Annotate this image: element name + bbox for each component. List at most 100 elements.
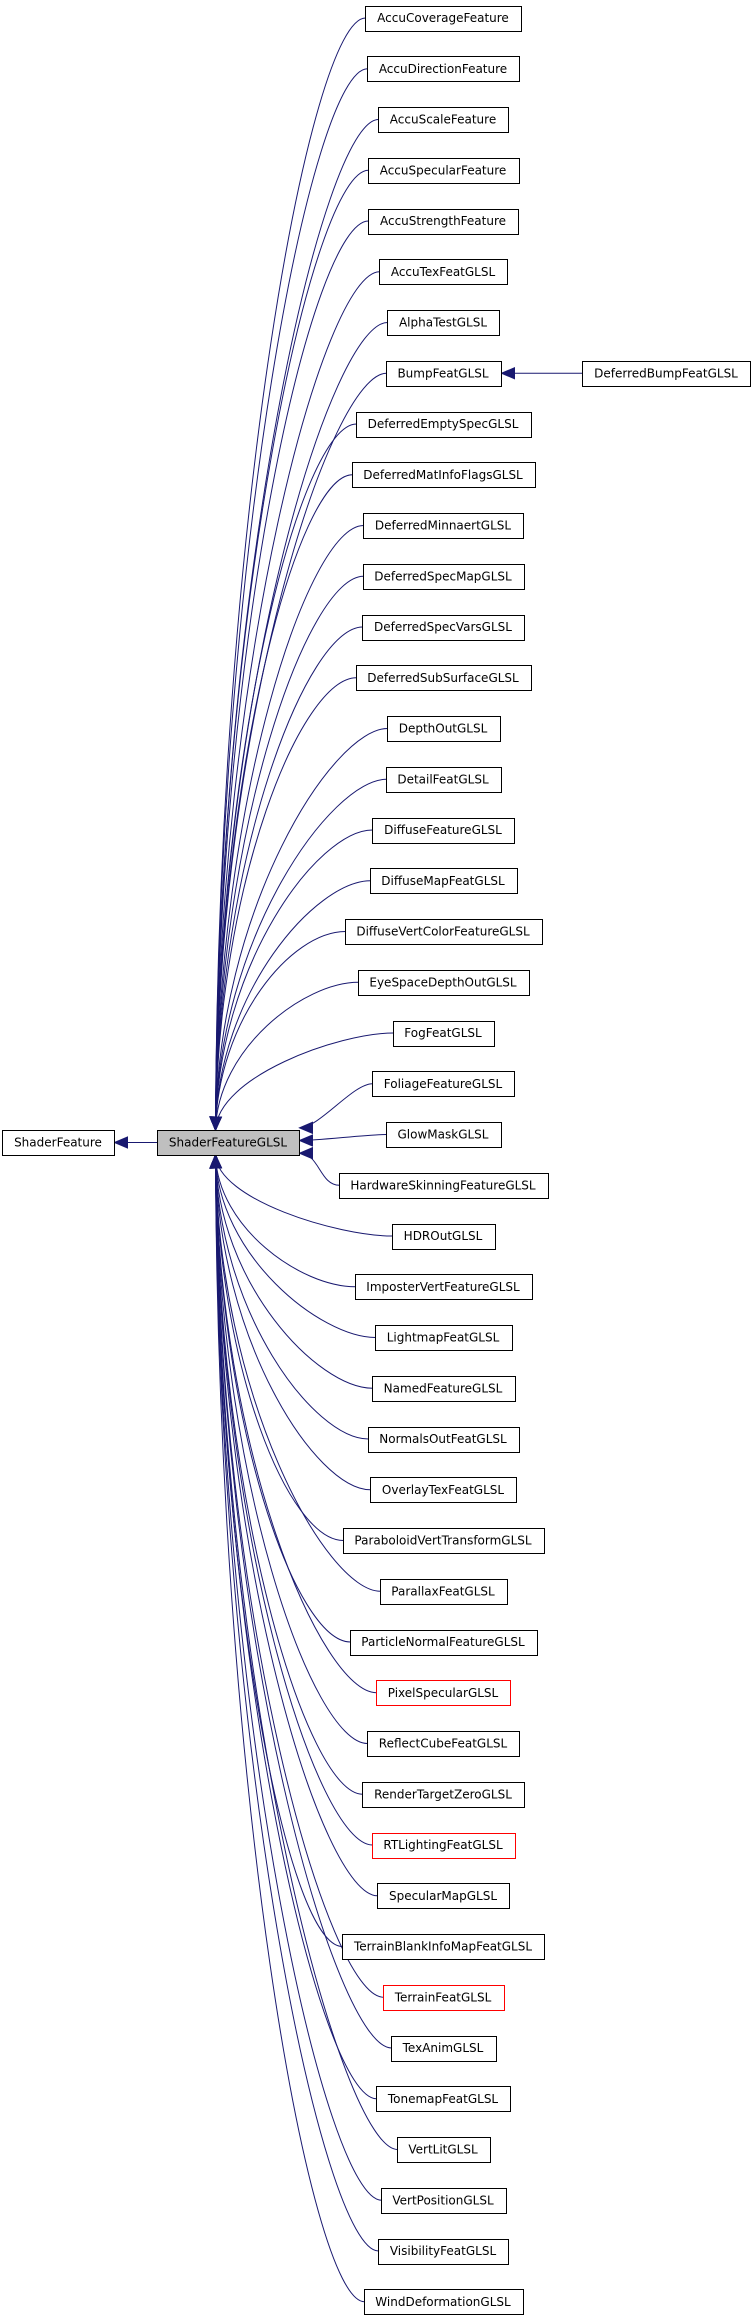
edge-child-render-target-zero-glsl [215, 1154, 363, 1795]
class-node-vert-position-glsl[interactable]: VertPositionGLSL [381, 2188, 507, 2214]
class-node-box [387, 310, 500, 336]
class-node-bump-feat-glsl[interactable]: BumpFeatGLSL [386, 361, 502, 387]
edge-child-detail-feat-glsl [215, 778, 387, 1131]
class-node-alpha-test-glsl[interactable]: AlphaTestGLSL [387, 310, 500, 336]
class-node-label: SpecularMapGLSL [389, 1889, 497, 1903]
class-node-fog-feat-glsl[interactable]: FogFeatGLSL [393, 1021, 495, 1047]
class-node-lightmap-feat-glsl[interactable]: LightmapFeatGLSL [375, 1325, 513, 1351]
edge-child-deferred-empty-spec-glsl [215, 423, 357, 1131]
class-node-terrain-feat-glsl[interactable]: TerrainFeatGLSL [383, 1985, 505, 2011]
class-node-label: ParaboloidVertTransformGLSL [354, 1534, 532, 1548]
class-node-eye-space-depth-out-glsl[interactable]: EyeSpaceDepthOutGLSL [358, 970, 530, 996]
class-node-vert-lit-glsl[interactable]: VertLitGLSL [397, 2137, 491, 2163]
class-node-imposter-vert-feature-glsl[interactable]: ImposterVertFeatureGLSL [355, 1274, 533, 1300]
class-node-box [2, 1130, 115, 1156]
edge-child-specular-map-glsl [215, 1154, 378, 1897]
class-node-box [345, 919, 543, 945]
class-node-box [383, 1985, 505, 2011]
class-node-hdr-out-glsl[interactable]: HDROutGLSL [392, 1224, 496, 1250]
edge-child-terrain-blank-info-map-feat-glsl [215, 1154, 343, 1947]
edge-child-deferred-sub-surface-glsl [215, 677, 357, 1131]
class-node-paraboloid-vert-transform-glsl[interactable]: ParaboloidVertTransformGLSL [343, 1528, 545, 1554]
class-node-particle-normal-feature-glsl[interactable]: ParticleNormalFeatureGLSL [350, 1630, 538, 1656]
class-node-label: AccuDirectionFeature [379, 62, 507, 76]
class-node-box [339, 1173, 549, 1199]
class-node-rt-lighting-feat-glsl[interactable]: RTLightingFeatGLSL [372, 1833, 516, 1859]
class-node-box [378, 107, 509, 133]
edge-child-tex-anim-glsl [215, 1154, 392, 2049]
arrowhead-glow-mask-glsl [298, 1134, 313, 1147]
class-node-deferred-minnaert-glsl[interactable]: DeferredMinnaertGLSL [363, 513, 524, 539]
class-node-glow-mask-glsl[interactable]: GlowMaskGLSL [386, 1122, 502, 1148]
class-node-pixel-specular-glsl[interactable]: PixelSpecularGLSL [376, 1680, 511, 1706]
edge-child-alpha-test-glsl [215, 322, 388, 1131]
class-node-box [582, 361, 751, 387]
class-node-deferred-mat-info-flags-glsl[interactable]: DeferredMatInfoFlagsGLSL [352, 462, 536, 488]
edge-child-hdr-out-glsl [215, 1154, 393, 1237]
arrowhead-bump [500, 366, 515, 380]
class-node-box [157, 1130, 300, 1156]
class-node-label: ShaderFeature [14, 1136, 102, 1150]
class-node-parallax-feat-glsl[interactable]: ParallaxFeatGLSL [380, 1579, 508, 1605]
class-node-accu-specular-feature[interactable]: AccuSpecularFeature [368, 158, 520, 184]
class-node-accu-coverage-feature[interactable]: AccuCoverageFeature [365, 6, 522, 32]
class-node-deferred-empty-spec-glsl[interactable]: DeferredEmptySpecGLSL [356, 412, 532, 438]
class-node-label: TexAnimGLSL [402, 2041, 484, 2055]
class-node-box [386, 1122, 502, 1148]
class-node-deferred-spec-map-glsl[interactable]: DeferredSpecMapGLSL [363, 564, 525, 590]
class-node-tex-anim-glsl[interactable]: TexAnimGLSL [391, 2036, 497, 2062]
class-node-box [363, 513, 524, 539]
class-node-label: ParallaxFeatGLSL [391, 1584, 495, 1598]
class-node-label: DeferredMatInfoFlagsGLSL [363, 468, 523, 482]
class-node-named-feature-glsl[interactable]: NamedFeatureGLSL [372, 1376, 516, 1402]
class-node-render-target-zero-glsl[interactable]: RenderTargetZeroGLSL [362, 1782, 525, 1808]
edge-child-fog-feat-glsl [215, 1032, 394, 1131]
class-node-accu-tex-feat-glsl[interactable]: AccuTexFeatGLSL [379, 259, 508, 285]
edge-child-imposter-vert-feature-glsl [215, 1154, 356, 1288]
class-node-box [365, 6, 522, 32]
class-node-label: FogFeatGLSL [404, 1026, 482, 1040]
class-node-foliage-feature-glsl[interactable]: FoliageFeatureGLSL [372, 1071, 515, 1097]
class-node-box [391, 2036, 497, 2062]
class-node-shader-feature[interactable]: ShaderFeature [2, 1130, 115, 1156]
class-node-diffuse-map-feat-glsl[interactable]: DiffuseMapFeatGLSL [370, 868, 518, 894]
class-node-wind-deformation-glsl[interactable]: WindDeformationGLSL [364, 2289, 524, 2315]
arrowhead-fog-feat-glsl [209, 1116, 223, 1132]
class-node-accu-strength-feature[interactable]: AccuStrengthFeature [368, 209, 519, 235]
class-node-label: RTLightingFeatGLSL [383, 1838, 503, 1852]
class-node-normals-out-feat-glsl[interactable]: NormalsOutFeatGLSL [368, 1427, 520, 1453]
class-node-box [386, 361, 502, 387]
class-node-terrain-blank-info-map-feat-glsl[interactable]: TerrainBlankInfoMapFeatGLSL [342, 1934, 545, 1960]
class-node-box [379, 259, 508, 285]
class-node-diffuse-vert-color-feature-glsl[interactable]: DiffuseVertColorFeatureGLSL [345, 919, 543, 945]
class-node-accu-direction-feature[interactable]: AccuDirectionFeature [367, 56, 520, 82]
edge-child-diffuse-vert-color-feature-glsl [215, 931, 346, 1131]
arrowhead-hardware-skinning-feature-glsl [298, 1146, 313, 1160]
class-node-label: AccuStrengthFeature [380, 214, 506, 228]
class-node-detail-feat-glsl[interactable]: DetailFeatGLSL [386, 767, 502, 793]
class-node-label: ParticleNormalFeatureGLSL [361, 1635, 525, 1649]
class-node-label: LightmapFeatGLSL [387, 1331, 500, 1345]
class-node-overlay-tex-feat-glsl[interactable]: OverlayTexFeatGLSL [370, 1477, 517, 1503]
edge-child-diffuse-feature-glsl [215, 829, 373, 1131]
class-node-tonemap-feat-glsl[interactable]: TonemapFeatGLSL [376, 2086, 511, 2112]
arrowhead-wind-deformation-glsl [209, 1153, 222, 1169]
edge-child-accu-coverage-feature [215, 17, 366, 1131]
class-node-label: ReflectCubeFeatGLSL [379, 1737, 508, 1751]
class-node-box [350, 1630, 538, 1656]
class-node-depth-out-glsl[interactable]: DepthOutGLSL [387, 716, 501, 742]
class-node-deferred-sub-surface-glsl[interactable]: DeferredSubSurfaceGLSL [356, 665, 532, 691]
class-node-visibility-feat-glsl[interactable]: VisibilityFeatGLSL [378, 2239, 509, 2265]
class-node-reflect-cube-feat-glsl[interactable]: ReflectCubeFeatGLSL [367, 1731, 520, 1757]
edge-child-vert-lit-glsl [215, 1154, 398, 2150]
class-node-hardware-skinning-feature-glsl[interactable]: HardwareSkinningFeatureGLSL [339, 1173, 549, 1199]
class-node-diffuse-feature-glsl[interactable]: DiffuseFeatureGLSL [372, 818, 515, 844]
class-node-accu-scale-feature[interactable]: AccuScaleFeature [378, 107, 509, 133]
edge-child-named-feature-glsl [215, 1154, 373, 1389]
class-node-specular-map-glsl[interactable]: SpecularMapGLSL [377, 1883, 510, 1909]
class-node-deferred-spec-vars-glsl[interactable]: DeferredSpecVarsGLSL [362, 615, 525, 641]
class-node-box [358, 970, 530, 996]
class-node-shader-feature-glsl[interactable]: ShaderFeatureGLSL [157, 1130, 300, 1156]
class-node-deferred-bump-feat-glsl[interactable]: DeferredBumpFeatGLSL [582, 361, 751, 387]
edge-child-reflect-cube-feat-glsl [215, 1154, 368, 1744]
